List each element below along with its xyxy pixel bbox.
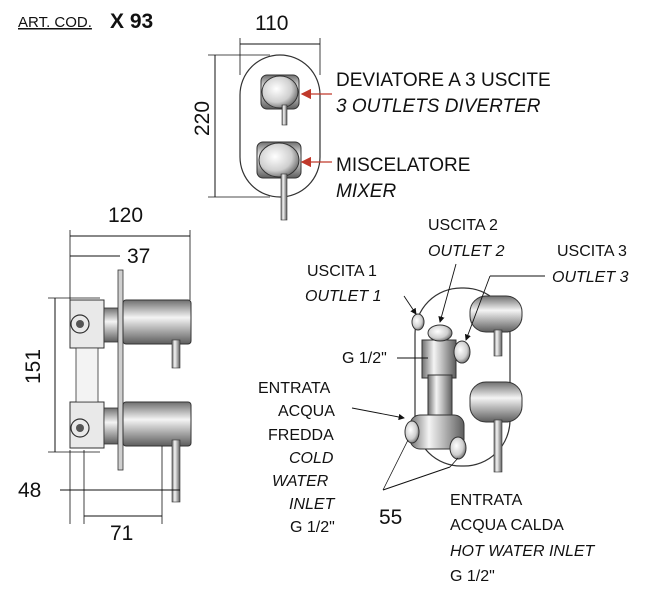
outlet1-label-en: OUTLET 1 — [305, 288, 381, 305]
lower-lever-side — [171, 439, 181, 503]
outlet3-label: USCITA 3 — [557, 243, 627, 260]
dim-depth-120: 120 — [108, 204, 143, 227]
iso-view: USCITA 2 OUTLET 2 USCITA 3 OUTLET 3 USCI… — [258, 217, 629, 585]
dim-height-151: 151 — [22, 349, 45, 384]
dim-body-71: 71 — [110, 522, 133, 545]
diverter-handle — [260, 74, 300, 126]
outlet2-label: USCITA 2 — [428, 217, 498, 234]
front-view: 110 220 DEVIATORE A 3 USCITE 3 OUTLETS D… — [191, 12, 551, 221]
dim-bottom-48: 48 — [18, 479, 41, 502]
mixer-label: MISCELATORE — [336, 155, 470, 176]
side-view: 120 37 151 48 — [18, 204, 192, 545]
cold-l1: ENTRATA — [258, 380, 331, 397]
article-code: X 93 — [110, 10, 153, 33]
diverter-label-en: 3 OUTLETS DIVERTER — [336, 96, 541, 117]
cold-l3: FREDDA — [268, 427, 334, 444]
iso-riser — [427, 374, 453, 421]
cold-en2: WATER — [272, 473, 329, 490]
lower-handle-side — [122, 401, 192, 447]
cold-inlet-labels: ENTRATA ACQUA FREDDA COLD WATER INLET G … — [258, 380, 336, 536]
iso-upper-block — [421, 339, 457, 379]
dim-spacing-55: 55 — [379, 506, 402, 529]
mixer-handle — [256, 141, 302, 221]
ext-line — [382, 439, 409, 491]
hot-thread: G 1/2" — [450, 568, 495, 585]
outlet-thread: G 1/2" — [342, 350, 387, 367]
upper-valve-body — [69, 299, 119, 349]
outlet2-label-en: OUTLET 2 — [428, 243, 505, 260]
iso-outlet-1 — [411, 313, 425, 331]
outlet1-label: USCITA 1 — [307, 263, 377, 280]
iso-outlet-3 — [453, 340, 471, 364]
hot-inlet-labels: ENTRATA ACQUA CALDA HOT WATER INLET G 1/… — [450, 492, 596, 585]
iso-outlet-2 — [427, 324, 453, 342]
side-plate — [117, 269, 124, 471]
cold-thread: G 1/2" — [290, 519, 335, 536]
dim-line-55 — [382, 466, 451, 491]
dim-plate-37: 37 — [127, 245, 150, 268]
outlet1-leader — [403, 295, 417, 315]
outlet3-leader — [464, 275, 491, 341]
art-cod-label: ART. COD. — [18, 14, 92, 31]
cold-en1: COLD — [289, 450, 334, 467]
body-connector — [75, 347, 99, 403]
cold-en3: INLET — [289, 496, 336, 513]
outlet3-label-en: OUTLET 3 — [552, 269, 629, 286]
lower-valve-body — [69, 401, 119, 449]
dim-width-110: 110 — [255, 12, 288, 35]
upper-handle-side — [122, 299, 192, 345]
cold-leader — [351, 407, 405, 421]
iso-lower-handle — [469, 381, 523, 473]
hot-l1: ENTRATA — [450, 492, 523, 509]
cold-l2: ACQUA — [278, 403, 335, 420]
hot-l2: ACQUA CALDA — [450, 517, 564, 534]
dim-height-220: 220 — [191, 101, 214, 136]
ext-line — [449, 457, 459, 468]
outlet2-leader — [438, 263, 457, 323]
diverter-label: DEVIATORE A 3 USCITE — [336, 70, 551, 91]
header: ART. COD. X 93 — [18, 10, 153, 33]
hot-en: HOT WATER INLET — [450, 543, 596, 560]
iso-upper-handle — [469, 295, 523, 357]
mixer-label-en: MIXER — [336, 181, 396, 202]
upper-lever-side — [171, 339, 181, 369]
iso-cold-inlet — [404, 420, 420, 444]
iso-hot-inlet — [449, 436, 467, 460]
